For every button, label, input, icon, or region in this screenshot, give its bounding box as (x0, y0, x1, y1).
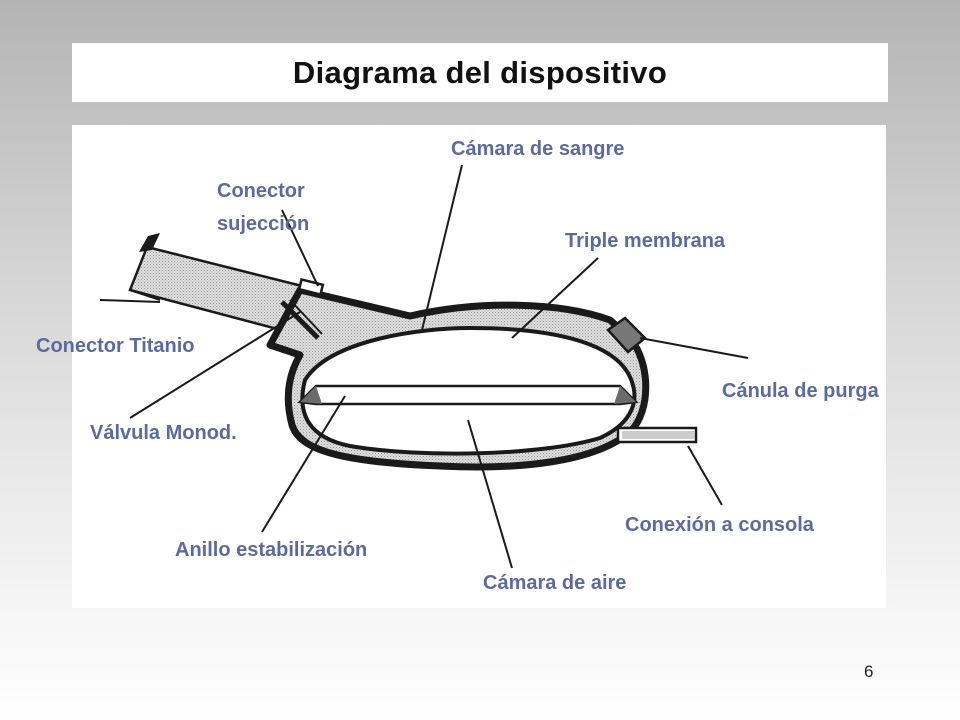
leader-anillo-estabilizacion (261, 395, 346, 533)
leader-triple-membrana (511, 257, 599, 339)
label-conector-titanio: Conector Titanio (36, 335, 195, 357)
label-conector-sujecion-1: Conector (217, 180, 305, 202)
leader-camara-aire (467, 419, 513, 569)
leader-camara-sangre (421, 164, 463, 331)
leader-conector-titanio (99, 299, 161, 303)
label-conector-sujecion-2: sujección (217, 213, 310, 235)
leader-conexion-consola (687, 445, 723, 506)
pump-housing (266, 286, 650, 471)
console-port (616, 426, 698, 444)
title-box: Diagrama del dispositivo (72, 43, 888, 102)
stabilization-ring (297, 384, 639, 406)
label-triple-membrana: Triple membrana (565, 230, 726, 252)
valve-disc (280, 299, 323, 340)
page-number: 6 (864, 662, 874, 681)
leader-conector-sujecion (281, 209, 319, 287)
leader-canula-purga (639, 337, 749, 359)
label-canula-purga: Cánula de purga (722, 380, 879, 402)
slide-title: Diagrama del dispositivo (292, 54, 668, 90)
attachment-connector (297, 277, 325, 297)
label-conexion-consola: Conexión a consola (625, 514, 814, 536)
label-anillo-estabilizacion: Anillo estabilización (175, 539, 368, 561)
label-valvula-monod: Válvula Monod. (90, 422, 237, 444)
leader-valvula-monod (129, 311, 301, 419)
label-camara-aire: Cámara de aire (483, 572, 627, 594)
label-camara-sangre: Cámara de sangre (451, 138, 625, 160)
